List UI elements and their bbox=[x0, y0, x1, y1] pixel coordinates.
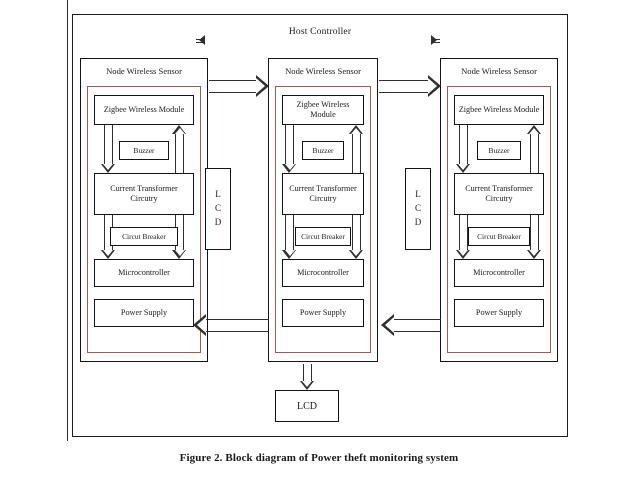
link-arrow-node2-to-node3 bbox=[379, 75, 441, 97]
node-1-buzzer: Buzzer bbox=[119, 141, 169, 160]
node-1-ct-line1: Current Transformer bbox=[110, 183, 178, 193]
host-controller-label: Host Controller bbox=[288, 27, 352, 37]
node-2-ct-line1: Current Transformer bbox=[289, 183, 357, 193]
node-2-zigbee-wireless-module: Zigbee Wireless Module bbox=[282, 95, 364, 125]
node-3-ct-line2: Circutry bbox=[485, 194, 513, 203]
node-1-ct-line2: Circutry bbox=[130, 194, 158, 203]
node-1-title: Node Wireless Sensor bbox=[106, 66, 182, 76]
node-1-arrow-ct-to-zigbee bbox=[172, 125, 187, 173]
node-1-current-transformer-circutry: Current Transformer Circutry bbox=[94, 173, 194, 215]
node-3-current-transformer-circutry: Current Transformer Circutry bbox=[454, 173, 544, 215]
node-2-inner-frame: Zigbee Wireless Module Buzzer Current Tr… bbox=[275, 86, 371, 353]
node-3-buzzer: Buzzer bbox=[476, 141, 522, 160]
node-wireless-sensor-1: Node Wireless Sensor Zigbee Wireless Mod… bbox=[80, 58, 208, 362]
lcd-panel-right-letter-d: D bbox=[414, 216, 422, 227]
arrow-node2-to-lcd-bottom bbox=[300, 364, 314, 390]
node-2-ct-line2: Circutry bbox=[309, 194, 337, 203]
lcd-panel-right: L C D bbox=[405, 168, 431, 250]
lcd-panel-left-letter-c: C bbox=[214, 203, 221, 214]
node-3-microcontroller: Microcontroller bbox=[454, 259, 544, 287]
power-arrow-node2-to-node1 bbox=[193, 314, 269, 336]
lcd-panel-left-connector bbox=[196, 35, 205, 45]
node-2-arrow-ct-to-micro-right bbox=[348, 215, 363, 259]
node-2-buzzer: Buzzer bbox=[302, 141, 344, 160]
node-3-zigbee-wireless-module: Zigbee Wireless Module bbox=[454, 95, 544, 125]
link-arrow-node1-to-node2 bbox=[209, 75, 269, 97]
lcd-panel-right-connector bbox=[431, 35, 440, 45]
node-2-microcontroller: Microcontroller bbox=[282, 259, 364, 287]
lcd-panel-right-letter-c: C bbox=[414, 203, 421, 214]
lcd-panel-right-letter-l: L bbox=[415, 189, 421, 200]
node-1-arrow-zigbee-to-ct bbox=[100, 125, 115, 173]
node-3-arrow-zigbee-to-ct bbox=[456, 125, 471, 173]
lcd-bottom-box: LCD bbox=[275, 390, 339, 422]
node-3-ct-line1: Current Transformer bbox=[465, 183, 533, 193]
node-3-arrow-ct-to-micro-right bbox=[526, 215, 541, 259]
node-wireless-sensor-2: Node Wireless Sensor Zigbee Wireless Mod… bbox=[268, 58, 378, 362]
node-1-microcontroller: Microcontroller bbox=[94, 259, 194, 287]
page-left-rule bbox=[67, 0, 68, 441]
node-2-circut-breaker: Circut Breaker bbox=[294, 227, 352, 246]
node-2-arrow-ct-to-micro bbox=[282, 215, 297, 259]
node-2-arrow-ct-to-zigbee bbox=[348, 125, 363, 173]
node-1-zigbee-wireless-module: Zigbee Wireless Module bbox=[94, 95, 194, 125]
node-2-current-transformer-circutry: Current Transformer Circutry bbox=[282, 173, 364, 215]
lcd-panel-left: L C D bbox=[205, 168, 231, 250]
node-2-arrow-zigbee-to-ct bbox=[282, 125, 297, 173]
node-1-power-supply: Power Supply bbox=[94, 299, 194, 327]
node-2-power-supply: Power Supply bbox=[282, 299, 364, 327]
power-arrow-node3-to-node2 bbox=[381, 314, 441, 336]
figure-caption: Figure 2. Block diagram of Power theft m… bbox=[179, 452, 459, 464]
lcd-panel-left-letter-d: D bbox=[214, 216, 222, 227]
node-1-circut-breaker: Circut Breaker bbox=[110, 227, 178, 246]
node-1-inner-frame: Zigbee Wireless Module Buzzer Current Tr… bbox=[87, 86, 201, 353]
node-3-inner-frame: Zigbee Wireless Module Buzzer Current Tr… bbox=[447, 86, 551, 353]
node-wireless-sensor-3: Node Wireless Sensor Zigbee Wireless Mod… bbox=[440, 58, 558, 362]
node-2-title: Node Wireless Sensor bbox=[285, 66, 361, 76]
node-3-title: Node Wireless Sensor bbox=[461, 66, 537, 76]
node-3-arrow-ct-to-zigbee bbox=[526, 125, 541, 173]
node-3-circut-breaker: Circut Breaker bbox=[468, 227, 530, 246]
node-3-arrow-ct-to-micro bbox=[456, 215, 471, 259]
lcd-panel-left-letter-l: L bbox=[215, 189, 221, 200]
node-3-power-supply: Power Supply bbox=[454, 299, 544, 327]
